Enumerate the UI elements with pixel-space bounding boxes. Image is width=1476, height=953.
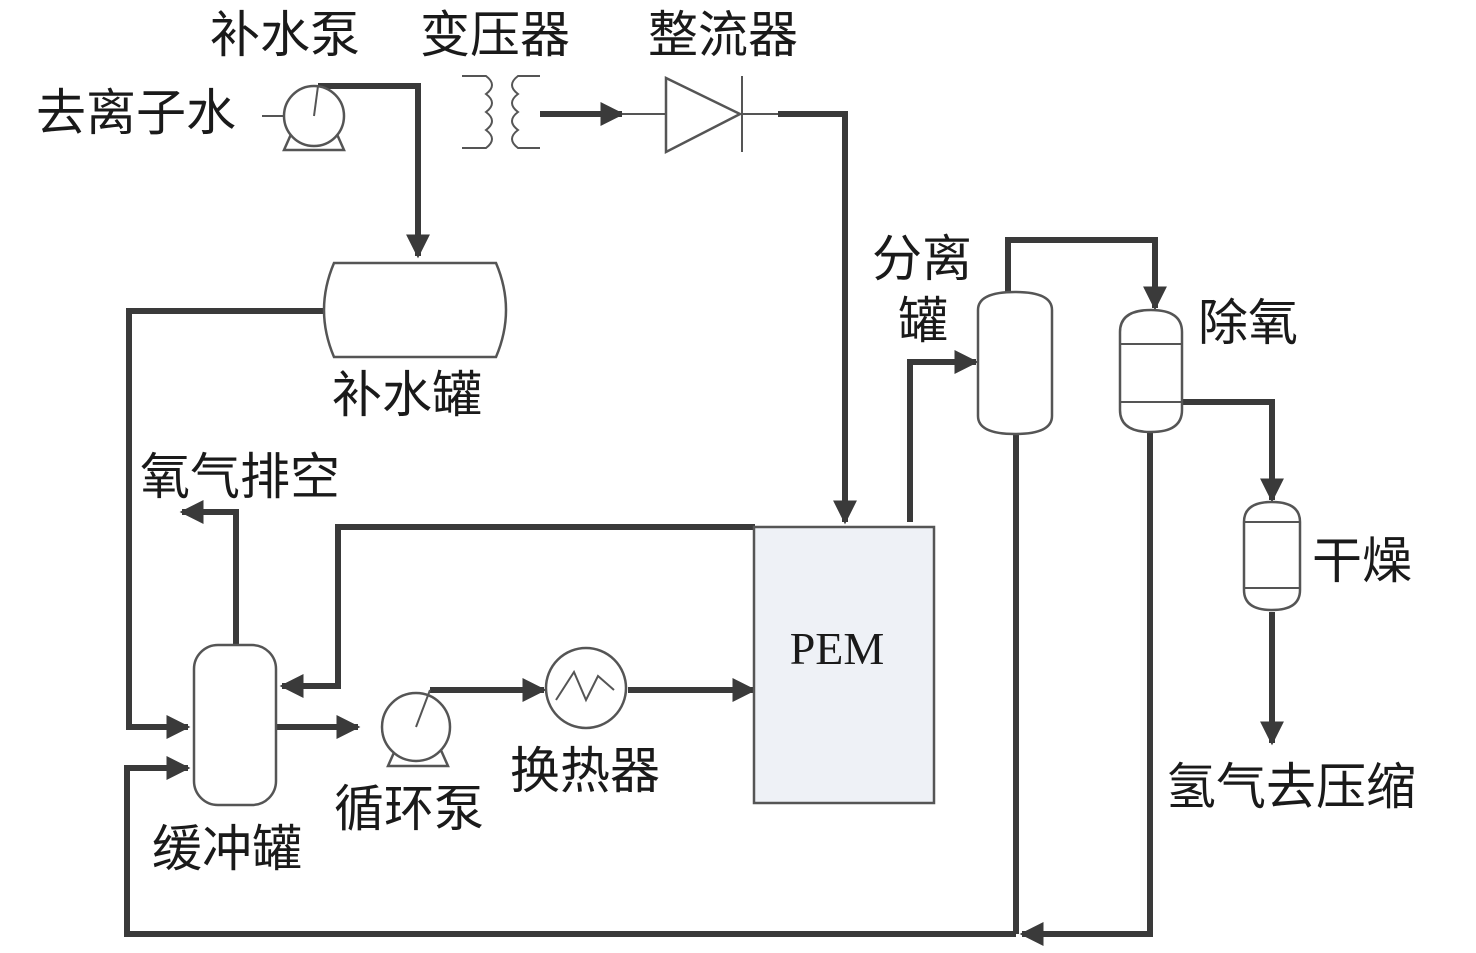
makeup-pump-to-tank-pipe <box>318 83 430 259</box>
rectifier-to-pem-pipe <box>778 111 857 525</box>
deoxygenation-to-dryer-pipe <box>1182 399 1284 503</box>
buffer-tank <box>192 643 278 807</box>
deionized-water-label: 去离子水 <box>36 84 236 142</box>
transformer-icon <box>462 75 540 149</box>
rectifier-label: 整流器 <box>648 6 798 64</box>
makeup-tank <box>322 261 508 359</box>
buffer-tank-label: 缓冲罐 <box>152 820 302 878</box>
pem-return-to-buffer-pipe <box>279 524 755 698</box>
hydrogen-to-compression-label: 氢气去压缩 <box>1166 758 1416 816</box>
makeup-pump-icon <box>282 84 346 152</box>
drying-label: 干燥 <box>1312 532 1412 590</box>
transformer-label: 变压器 <box>420 6 570 64</box>
pem-electrolyzer <box>752 525 936 805</box>
deoxygenation-label: 除氧 <box>1198 294 1298 352</box>
separator-to-deoxygenation-pipe <box>1005 237 1167 311</box>
makeup-tank-label: 补水罐 <box>332 366 482 424</box>
makeup-tank-to-buffer-pipe <box>126 308 324 739</box>
oxygen-vent-pipe <box>179 500 239 645</box>
makeup-pump-label: 补水泵 <box>210 6 360 64</box>
oxygen-vent-label: 氧气排空 <box>140 448 340 506</box>
circulation-pump-label: 循环泵 <box>334 780 484 838</box>
separator-tank <box>976 290 1054 436</box>
pem-to-separator-pipe <box>907 350 979 522</box>
drain-return-to-buffer-pipe <box>124 756 1016 937</box>
separator-label-line2: 罐 <box>898 292 948 350</box>
separator-label-line1: 分离 <box>872 230 972 288</box>
dryer-vessel <box>1242 500 1302 612</box>
heat-exchanger-label: 换热器 <box>510 742 660 800</box>
rectifier-icon <box>664 76 743 155</box>
deoxygenation-drain-pipe <box>1019 432 1153 946</box>
deoxygenation-vessel <box>1118 308 1184 434</box>
pem-label: PEM <box>790 623 885 674</box>
circulation-pump-icon <box>380 689 452 768</box>
heat-exchanger-icon <box>544 646 628 730</box>
